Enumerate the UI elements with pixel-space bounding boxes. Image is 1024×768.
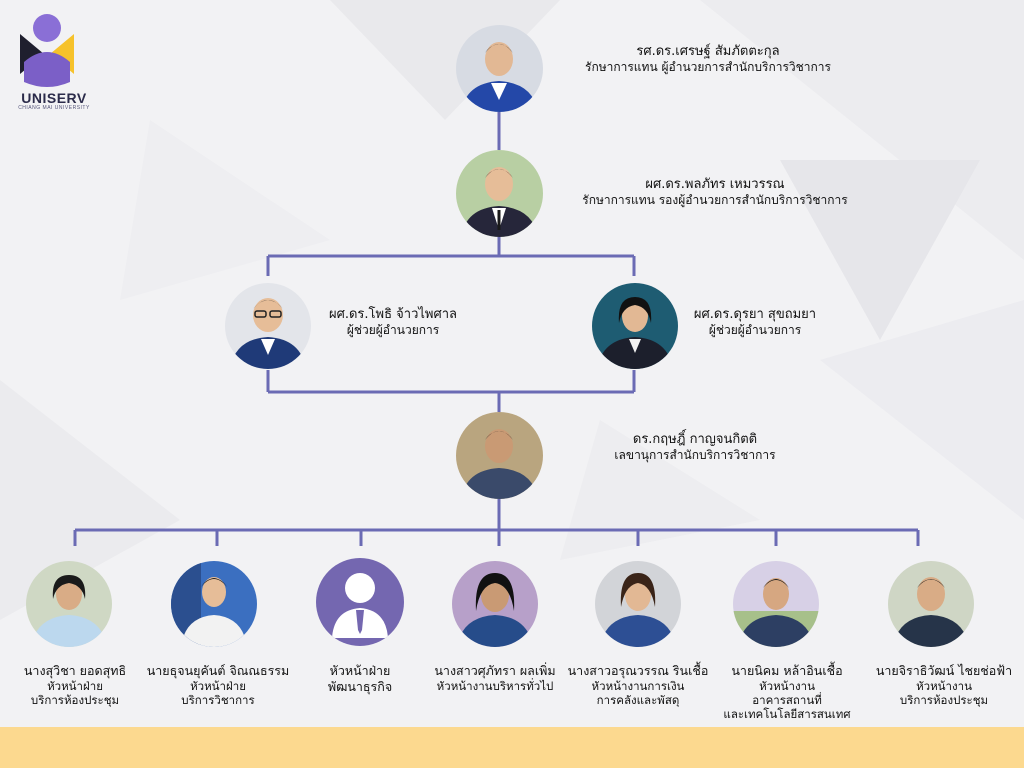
staff-role-line: หัวหน้าฝ่าย bbox=[47, 678, 103, 693]
assistant-right-name: ผศ.ดร.ดุรยา สุขถมยา bbox=[693, 307, 817, 322]
person-photo-icon bbox=[595, 561, 681, 647]
staff-label-1: นางสุวิชา ยอดสุทธิ หัวหน้าฝ่าย บริการห้อ… bbox=[4, 663, 146, 707]
secretary-label: ดร.กฤษฎิ์ กาญจนกิตติ เลขานุการสำนักบริกา… bbox=[590, 432, 800, 463]
avatar-staff-1 bbox=[26, 561, 112, 647]
uniserv-logo-icon bbox=[20, 14, 74, 87]
footer-band bbox=[0, 727, 1024, 768]
person-photo-icon bbox=[888, 561, 974, 647]
staff-name: นางสาวอรุณวรรณ รินเชื้อ bbox=[567, 663, 709, 678]
user-placeholder-icon bbox=[316, 558, 404, 646]
deputy-name: ผศ.ดร.พลภัทร เหมวรรณ bbox=[645, 177, 785, 192]
secretary-role: เลขานุการสำนักบริการวิชาการ bbox=[614, 448, 776, 463]
staff-name: นางสาวศุภัทรา ผลเพิ่ม bbox=[434, 663, 556, 678]
avatar-staff-4 bbox=[452, 561, 538, 647]
staff-role-line: การคลังและพัสดุ bbox=[596, 693, 680, 707]
staff-role-line: พัฒนาธุรกิจ bbox=[327, 678, 393, 694]
staff-role-line: และเทคโนโลยีสารสนเทศ bbox=[723, 707, 851, 722]
staff-role-line: หัวหน้างานการเงิน bbox=[591, 678, 685, 693]
avatar-staff-2 bbox=[171, 561, 257, 647]
person-photo-icon bbox=[456, 412, 543, 499]
person-photo-icon bbox=[171, 561, 257, 647]
director-label: รศ.ดร.เศรษฐ์ สัมภัตตะกุล รักษาการแทน ผู้… bbox=[558, 44, 858, 75]
logo-subtitle: CHIANG MAI UNIVERSITY bbox=[18, 105, 90, 111]
staff-label-5: นางสาวอรุณวรรณ รินเชื้อ หัวหน้างานการเงิ… bbox=[562, 663, 714, 707]
deputy-label: ผศ.ดร.พลภัทร เหมวรรณ รักษาการแทน รองผู้อ… bbox=[560, 177, 870, 208]
director-role: รักษาการแทน ผู้อำนวยการสำนักบริการวิชากา… bbox=[585, 60, 831, 75]
staff-label-2: นายธุจนยุคันต์ จิณณธรรม หัวหน้าฝ่าย บริก… bbox=[143, 663, 293, 707]
staff-role-line: หัวหน้างาน bbox=[759, 678, 815, 693]
avatar-secretary bbox=[456, 412, 543, 499]
person-photo-icon bbox=[26, 561, 112, 647]
staff-label-6: นายนิคม หล้าอินเชื้อ หัวหน้างาน อาคารสถา… bbox=[712, 663, 862, 722]
staff-label-4: นางสาวศุภัทรา ผลเพิ่ม หัวหน้างานบริหารทั… bbox=[420, 663, 570, 693]
person-photo-icon bbox=[225, 283, 311, 369]
avatar-assistant-left bbox=[225, 283, 311, 369]
person-photo-icon bbox=[592, 283, 678, 369]
staff-role-line: หัวหน้างาน bbox=[916, 678, 972, 693]
person-photo-icon bbox=[733, 561, 819, 647]
logo-wordmark: UNISERV bbox=[21, 90, 87, 106]
staff-role-line: หัวหน้างานบริหารทั่วไป bbox=[436, 678, 554, 693]
staff-role-line: หัวหน้าฝ่าย bbox=[190, 678, 246, 693]
avatar-staff-3 bbox=[316, 558, 404, 646]
avatar-deputy bbox=[456, 150, 543, 237]
staff-role-line: อาคารสถานที่ bbox=[752, 693, 822, 707]
staff-name: นางสุวิชา ยอดสุทธิ bbox=[23, 663, 127, 678]
uniserv-logo: UNISERV CHIANG MAI UNIVERSITY bbox=[14, 12, 94, 112]
staff-name: นายนิคม หล้าอินเชื้อ bbox=[731, 663, 843, 678]
director-name: รศ.ดร.เศรษฐ์ สัมภัตตะกุล bbox=[636, 44, 780, 59]
staff-role-line: บริการวิชาการ bbox=[181, 693, 255, 707]
avatar-staff-6 bbox=[733, 561, 819, 647]
person-photo-icon bbox=[456, 150, 543, 237]
avatar-assistant-right bbox=[592, 283, 678, 369]
assistant-right-role: ผู้ช่วยผู้อำนวยการ bbox=[708, 323, 802, 338]
deputy-role: รักษาการแทน รองผู้อำนวยการสำนักบริการวิช… bbox=[582, 193, 848, 208]
person-photo-icon bbox=[456, 25, 543, 112]
staff-role-line: บริการห้องประชุม bbox=[899, 693, 989, 707]
assistant-left-name: ผศ.ดร.โพธิ จ้าวไพศาล bbox=[328, 307, 458, 322]
staff-label-7: นายจิราธิวัฒน์ ไชยช่อฟ้า หัวหน้างาน บริก… bbox=[868, 663, 1020, 707]
avatar-staff-7 bbox=[888, 561, 974, 647]
assistant-right-label: ผศ.ดร.ดุรยา สุขถมยา ผู้ช่วยผู้อำนวยการ bbox=[685, 307, 825, 338]
staff-name: นายจิราธิวัฒน์ ไชยช่อฟ้า bbox=[875, 663, 1013, 678]
staff-label-3: หัวหน้าฝ่าย พัฒนาธุรกิจ bbox=[300, 663, 420, 694]
person-photo-icon bbox=[452, 561, 538, 647]
avatar-staff-5 bbox=[595, 561, 681, 647]
assistant-left-label: ผศ.ดร.โพธิ จ้าวไพศาล ผู้ช่วยผู้อำนวยการ bbox=[318, 307, 468, 338]
staff-name: หัวหน้าฝ่าย bbox=[329, 663, 391, 678]
secretary-name: ดร.กฤษฎิ์ กาญจนกิตติ bbox=[632, 432, 758, 447]
staff-role-line: บริการห้องประชุม bbox=[30, 693, 120, 707]
avatar-director bbox=[456, 25, 543, 112]
assistant-left-role: ผู้ช่วยผู้อำนวยการ bbox=[346, 323, 440, 338]
staff-name: นายธุจนยุคันต์ จิณณธรรม bbox=[146, 663, 290, 678]
